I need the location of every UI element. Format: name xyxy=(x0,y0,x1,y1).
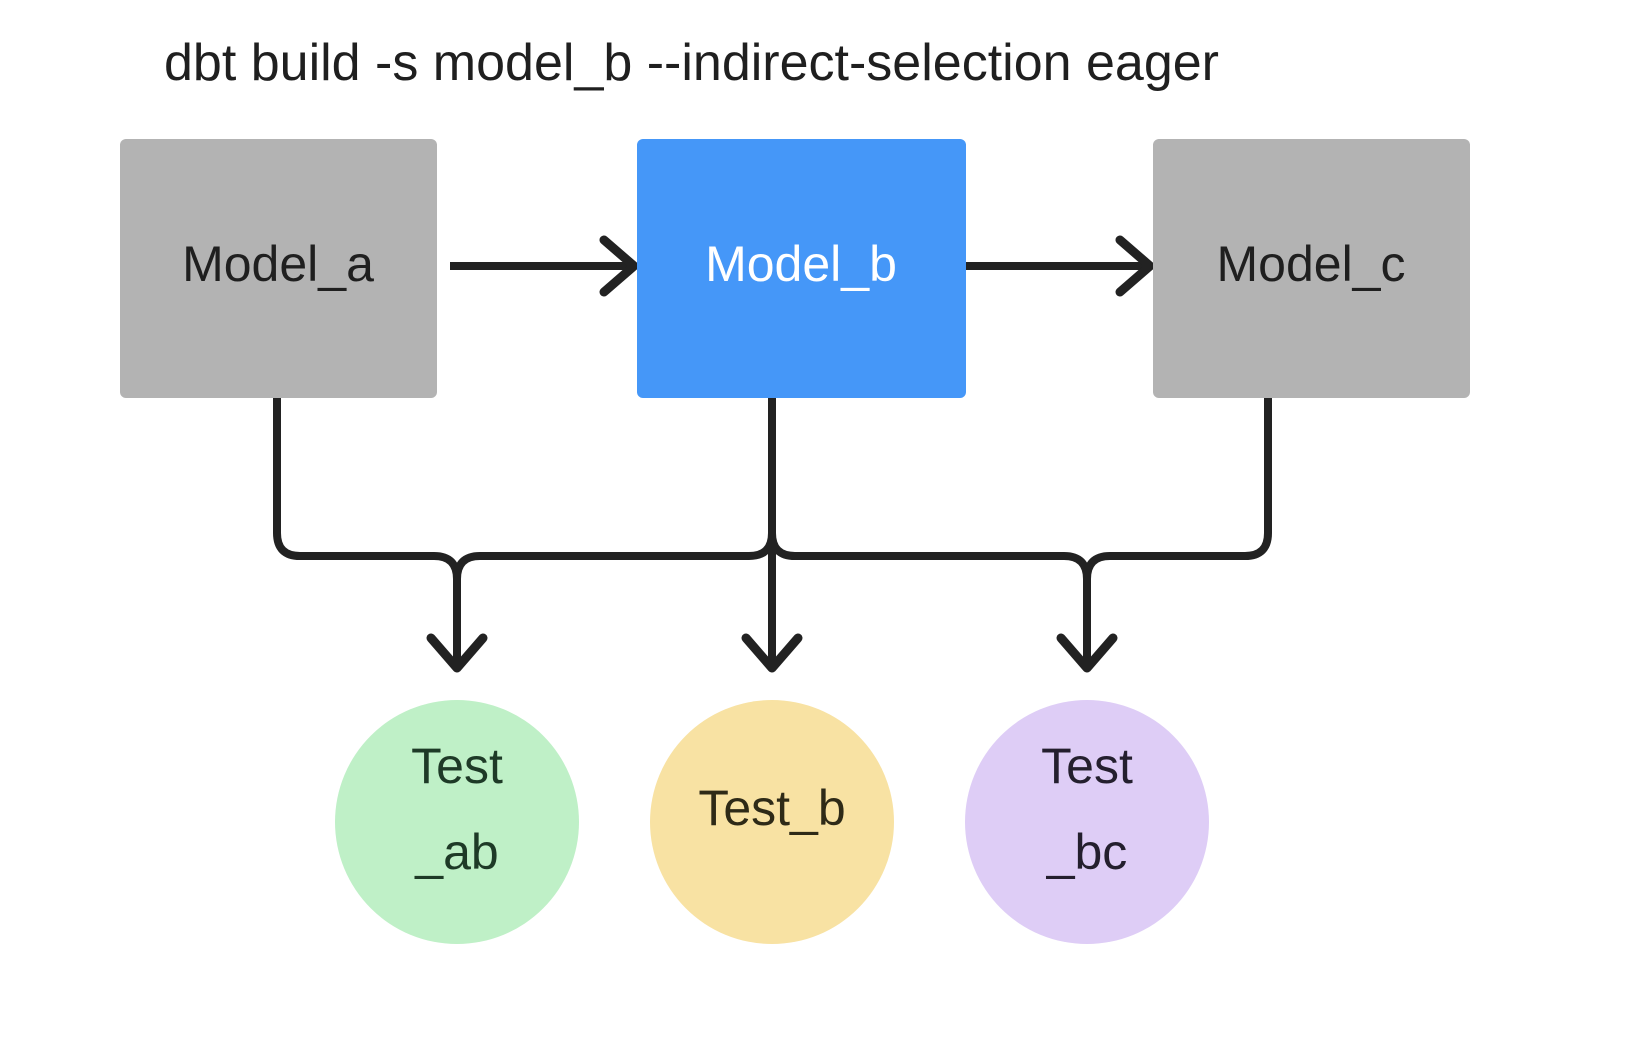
test-ab-label-line1: Test xyxy=(411,738,503,794)
edge-model-b-to-test-ab xyxy=(453,398,776,580)
test-bc-label-line2: _bc xyxy=(1046,824,1128,880)
model-a-shape[interactable] xyxy=(120,139,437,398)
node-test-bc[interactable]: Test _bc xyxy=(965,700,1209,944)
edge-model-a-to-model-b xyxy=(450,235,639,297)
node-test-ab[interactable]: Test _ab xyxy=(335,700,579,944)
edge-model-b-to-test-bc xyxy=(768,398,1118,673)
test-bc-label-line1: Test xyxy=(1041,738,1133,794)
model-a-label: Model_a xyxy=(182,236,374,292)
node-test-b[interactable]: Test_b xyxy=(650,700,894,944)
test-ab-shape[interactable] xyxy=(335,700,579,944)
edge-model-a-to-test-ab xyxy=(273,398,488,673)
page-title: dbt build -s model_b --indirect-selectio… xyxy=(164,34,1219,92)
model-c-label: Model_c xyxy=(1217,236,1406,292)
node-model-a[interactable]: Model_a xyxy=(120,139,437,398)
test-bc-shape[interactable] xyxy=(965,700,1209,944)
node-model-b[interactable]: Model_b xyxy=(637,139,966,398)
node-model-c[interactable]: Model_c xyxy=(1153,139,1470,398)
test-b-shape[interactable] xyxy=(650,700,894,944)
test-b-label-line1: Test_b xyxy=(698,780,845,836)
model-c-shape[interactable] xyxy=(1153,139,1470,398)
edge-model-c-to-test-bc xyxy=(1083,398,1272,580)
test-ab-label-line2: _ab xyxy=(414,824,498,880)
model-b-shape[interactable] xyxy=(637,139,966,398)
model-b-label: Model_b xyxy=(705,236,897,292)
edge-model-b-to-model-c xyxy=(966,235,1155,297)
